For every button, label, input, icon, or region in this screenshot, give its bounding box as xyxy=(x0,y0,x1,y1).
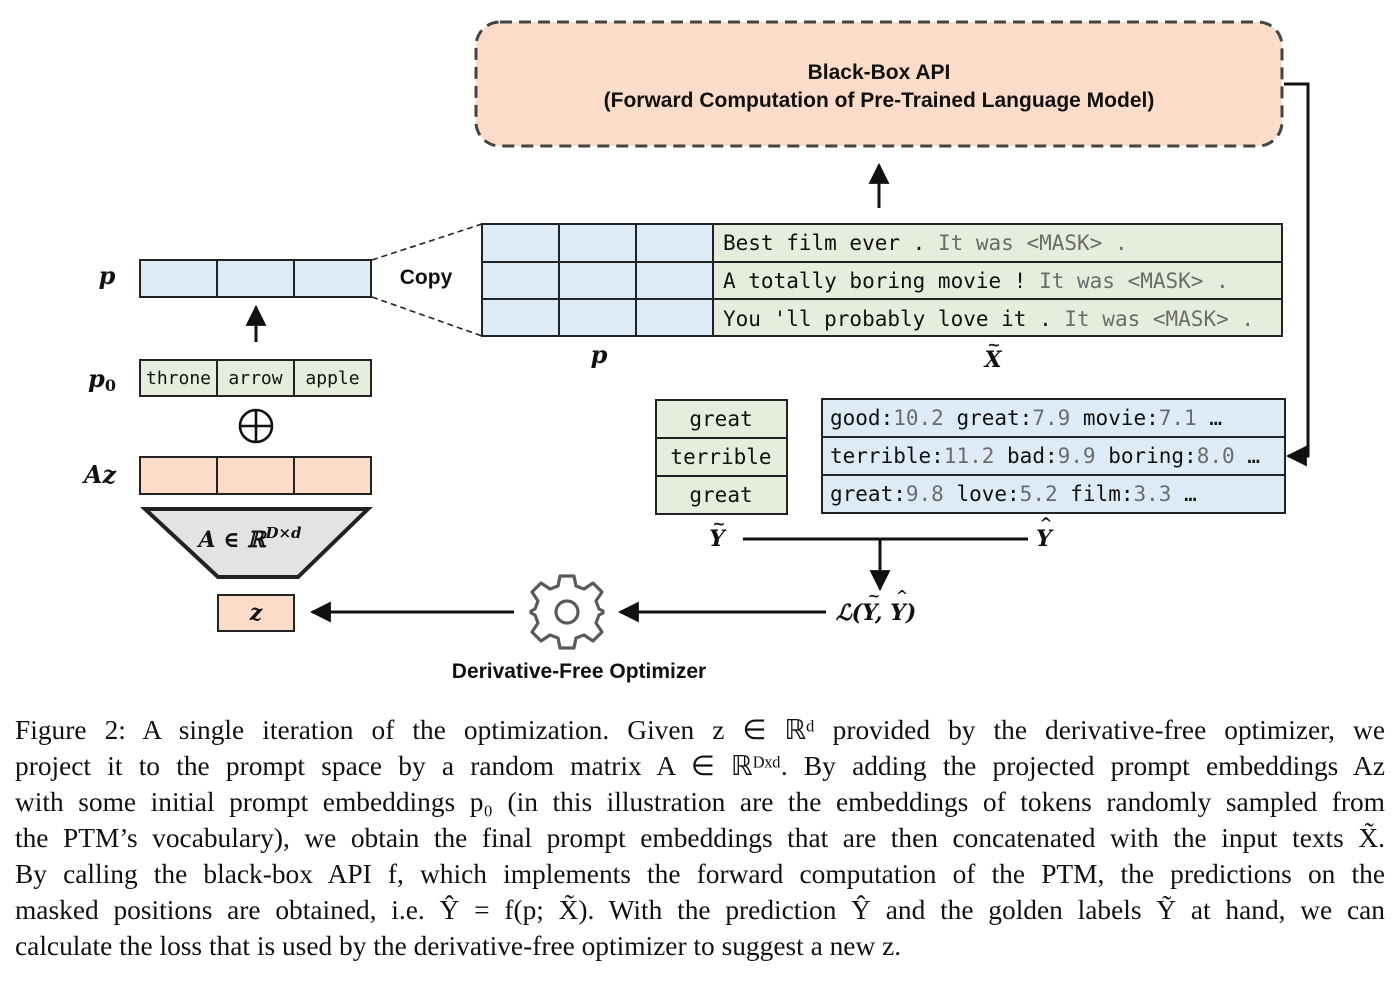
prompt-cell xyxy=(558,298,637,337)
token-text: arrow xyxy=(228,368,282,389)
prompt-cell xyxy=(293,259,372,298)
token-text: throne xyxy=(146,368,211,389)
label-text: great xyxy=(689,483,752,507)
prompt-cell xyxy=(635,261,714,300)
caption-line: project it to the prompt space by a rand… xyxy=(15,751,1385,781)
label-text: terrible xyxy=(670,445,771,469)
input-table: Best film ever . It was <MASK> . A total… xyxy=(481,223,1283,337)
prompt-cell xyxy=(558,223,637,263)
api-title: Black-Box API xyxy=(808,61,951,84)
caption-line: masked positions are obtained, i.e. Ŷ = … xyxy=(15,895,1385,925)
caption-line: the PTM’s vocabulary), we obtain the fin… xyxy=(15,823,1385,853)
prediction-text: terrible:11.2 bad:9.9 boring:8.0 … xyxy=(830,444,1260,468)
caption-line: with some initial prompt embeddings p₀ (… xyxy=(15,787,1385,817)
input-text: A totally boring movie ! It was <MASK> . xyxy=(723,269,1229,293)
y-hat-mark: ^ xyxy=(1039,514,1052,533)
prediction-text: great:9.8 love:5.2 film:3.3 … xyxy=(830,482,1197,506)
optimizer-label: Derivative-Free Optimizer xyxy=(452,660,706,683)
copy-line-bottom xyxy=(371,296,483,337)
api-subtitle: (Forward Computation of Pre-Trained Lang… xyxy=(604,89,1155,112)
prompt-cell xyxy=(216,259,295,298)
z-label: z xyxy=(249,600,263,626)
golden-labels: great terrible great xyxy=(655,399,788,515)
copy-label: Copy xyxy=(400,266,453,289)
z-box xyxy=(217,594,295,632)
prediction-table: good:10.2 great:7.9 movie:7.1 … terrible… xyxy=(821,398,1286,514)
loss-label: ℒ(Y, Y) xyxy=(836,600,917,626)
input-text: Best film ever . It was <MASK> . xyxy=(723,231,1128,255)
loss-hat-mark: ^ xyxy=(896,587,909,605)
figure-caption: Figure 2: A single iteration of the opti… xyxy=(15,712,1385,964)
token-text: apple xyxy=(305,368,359,389)
oplus-icon xyxy=(238,408,274,444)
prediction-cell xyxy=(821,474,1286,514)
prompt-cell xyxy=(481,261,560,300)
y-tilde-mark: ~ xyxy=(712,514,725,533)
table-row: Best film ever . It was <MASK> . xyxy=(481,223,1283,263)
y-tilde-label: Y xyxy=(709,526,727,552)
loss-tilde-mark: ~ xyxy=(868,587,881,605)
token-cell xyxy=(293,359,372,397)
input-text: You 'll probably love it . It was <MASK>… xyxy=(723,307,1254,331)
caption-line: By calling the black-box API f, which im… xyxy=(15,859,1385,889)
api-output-path xyxy=(1284,82,1310,467)
prompt-cell xyxy=(635,298,714,337)
api-box xyxy=(474,20,1284,148)
p-label: p xyxy=(99,261,116,290)
label-text: great xyxy=(689,407,752,431)
table-row: You 'll probably love it . It was <MASK>… xyxy=(481,298,1283,337)
caption-line: calculate the loss that is used by the d… xyxy=(15,931,902,961)
y-hat-label: Y xyxy=(1036,526,1054,552)
x-tilde-mark: ~ xyxy=(987,335,1000,354)
prompt-cell xyxy=(481,298,560,337)
az-row xyxy=(139,456,372,495)
diagram: Black-Box API (Forward Computation of Pr… xyxy=(82,20,1310,683)
caption-line: Figure 2: A single iteration of the opti… xyxy=(15,715,1385,745)
input-text-cell xyxy=(712,261,1283,300)
az-cell xyxy=(293,456,372,495)
projection-matrix xyxy=(139,507,373,579)
diagram-canvas: Black-Box API (Forward Computation of Pr… xyxy=(82,20,1310,683)
table-row: A totally boring movie ! It was <MASK> . xyxy=(481,261,1283,300)
gear-icon xyxy=(529,574,605,650)
p0-token-row: throne arrow apple xyxy=(139,359,372,397)
prompt-cell xyxy=(481,223,560,263)
prediction-cell xyxy=(821,436,1286,476)
az-label: Az xyxy=(82,460,118,489)
label-cell xyxy=(655,475,788,515)
prompt-cell xyxy=(558,261,637,300)
prompt-cell xyxy=(635,223,714,263)
copy-line-top xyxy=(371,223,483,261)
az-cell xyxy=(139,456,218,495)
label-cell xyxy=(655,399,788,439)
prompt-p-row xyxy=(139,259,372,298)
prompt-cell xyxy=(139,259,218,298)
label-cell xyxy=(655,437,788,477)
az-cell xyxy=(216,456,295,495)
projection-label: A ∈ ℝD×d xyxy=(196,524,302,553)
prediction-text: good:10.2 great:7.9 movie:7.1 … xyxy=(830,406,1222,430)
input-text-cell xyxy=(712,223,1283,263)
prediction-cell xyxy=(821,398,1286,438)
input-text-cell xyxy=(712,298,1283,337)
table-p-label: p xyxy=(591,340,608,369)
x-tilde-label: X xyxy=(982,347,1002,373)
p0-label: p0 xyxy=(88,364,116,395)
